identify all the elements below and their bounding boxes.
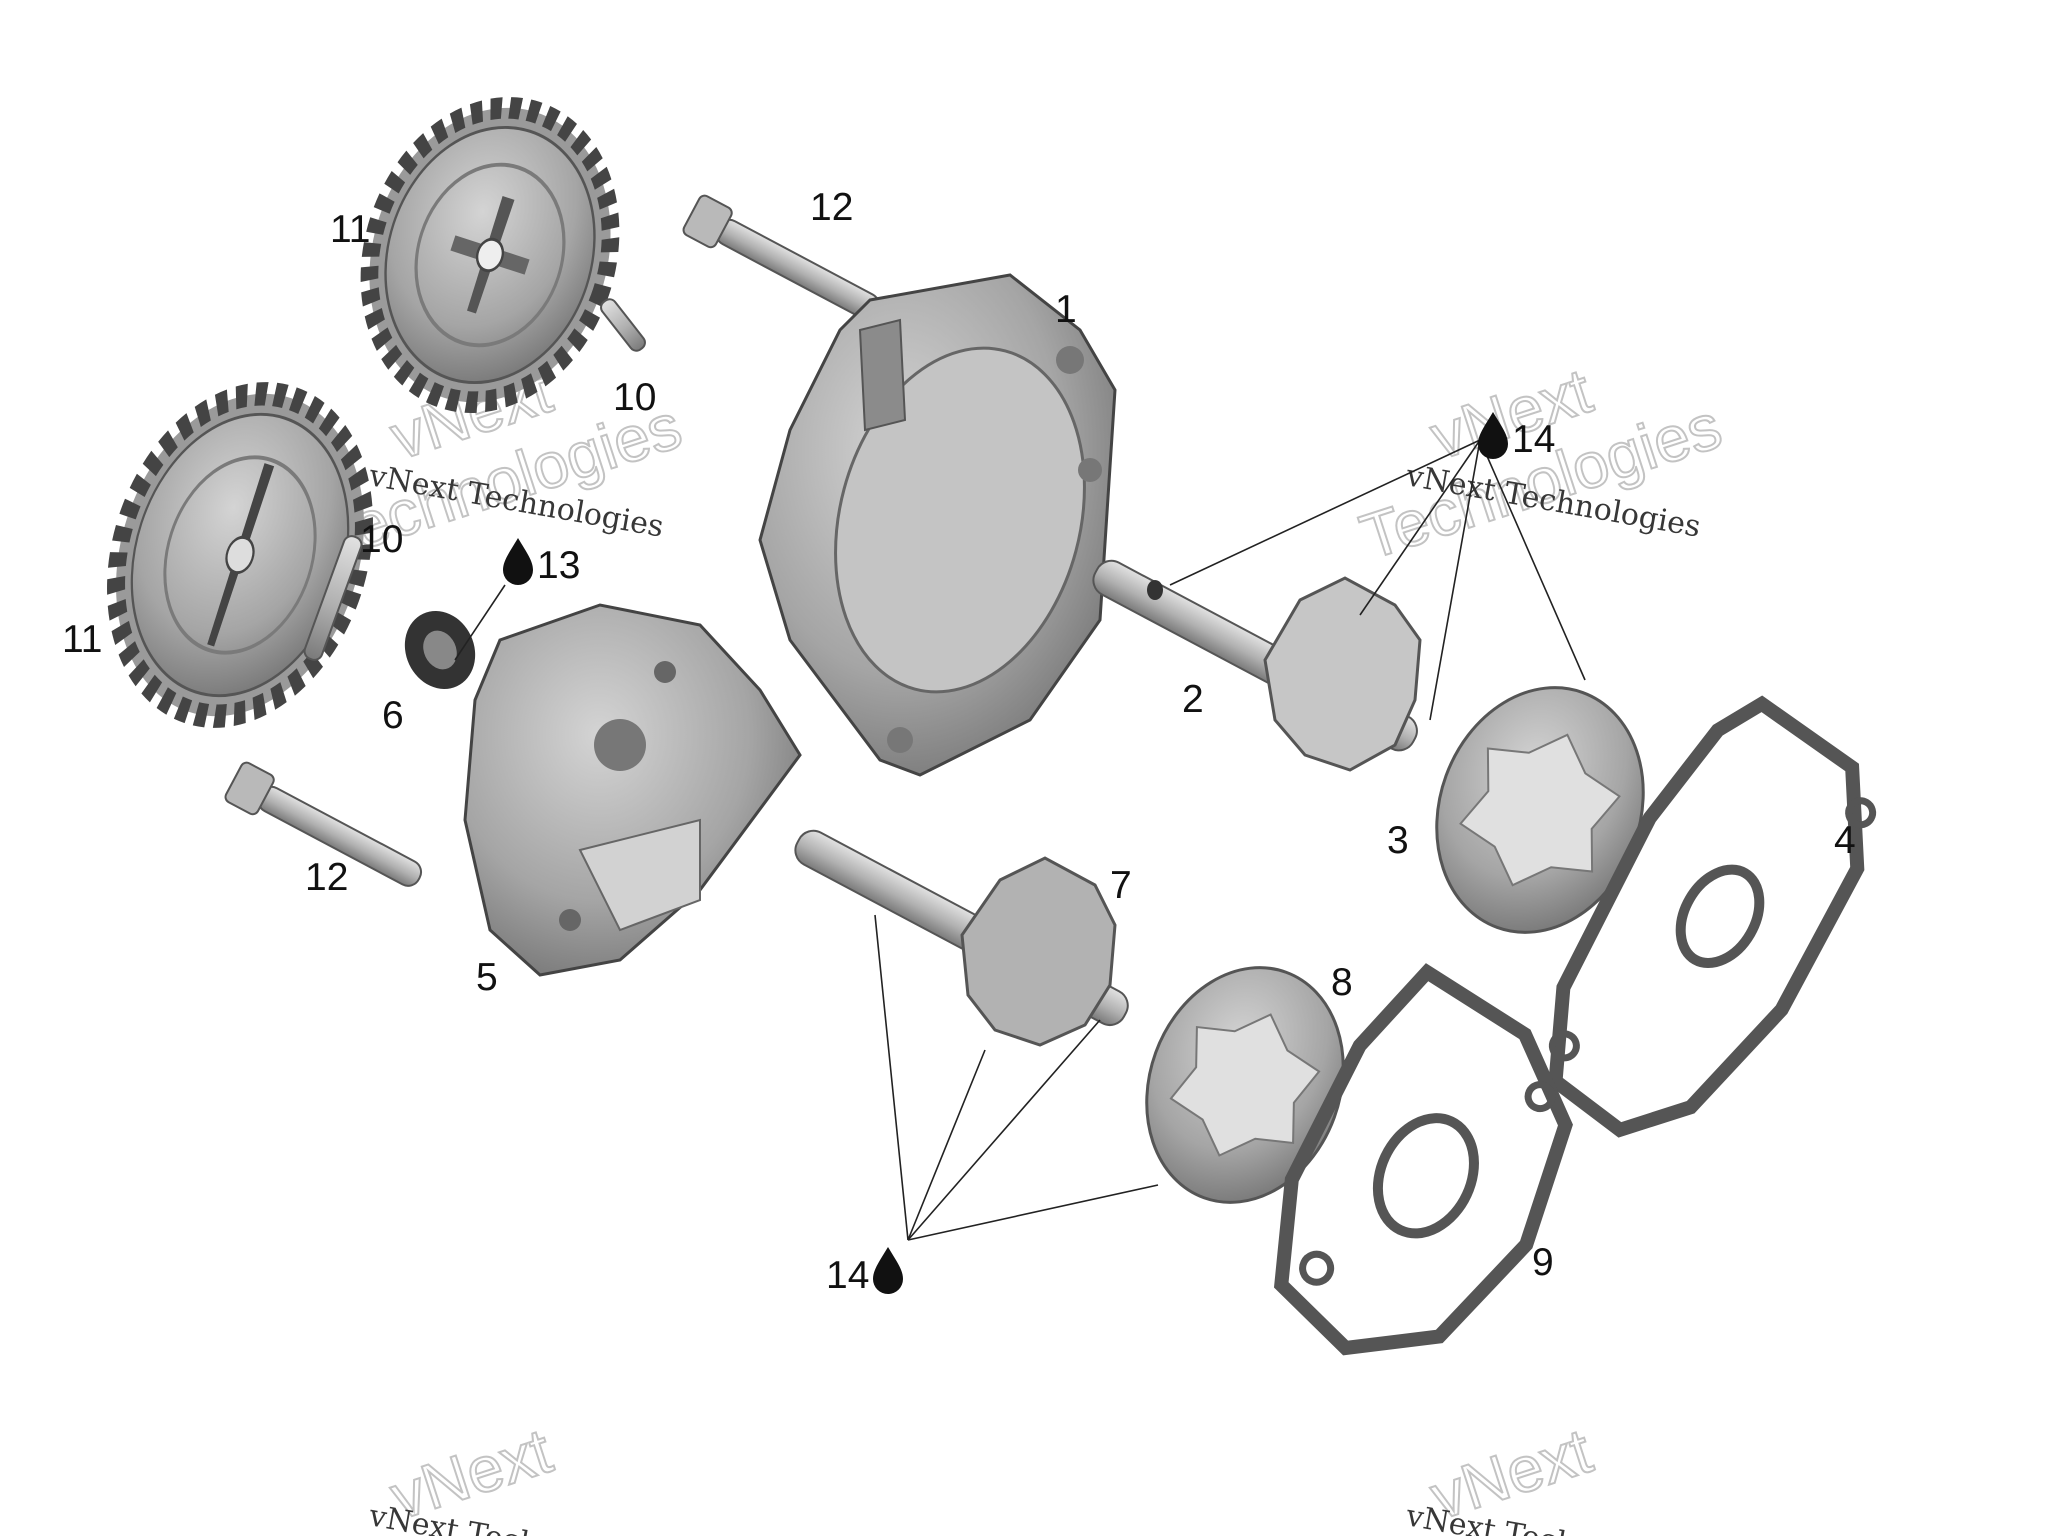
outer-ring-part-8 [1145,966,1345,1204]
watermark-bottom-right: vNext vNext Technologies [1403,1413,1704,1536]
watermark-top-right: vNext Technologies vNext Technologies [1351,353,1731,574]
callout-6: 6 [382,694,404,737]
pin-part-10-upper [600,298,646,352]
oil-drop-icon [1478,412,1508,459]
callout-13: 13 [537,544,580,587]
callout-11-lower: 11 [62,618,103,661]
gasket-part-9 [1273,963,1573,1356]
callout-5: 5 [476,956,498,999]
callout-11-upper: 11 [330,208,371,251]
pin-part-10-lower [303,535,363,661]
callout-7: 7 [1110,864,1132,907]
callout-4: 4 [1834,819,1856,862]
callout-1: 1 [1055,288,1077,331]
callout-10-lower: 10 [360,518,403,561]
housing-part-1 [758,273,1117,777]
oil-drop-icon [503,538,533,585]
callout-10-upper: 10 [613,376,656,419]
outer-ring-part-3 [1435,686,1645,934]
seal-part-6 [404,611,476,689]
callout-3: 3 [1387,819,1409,862]
callout-12-upper: 12 [810,186,853,229]
bolt-part-12-lower [224,761,423,887]
rotor-shaft-part-7 [794,829,1129,1047]
leader-lines [454,439,1586,1241]
callout-14-lower: 14 [826,1254,869,1297]
callout-8: 8 [1331,961,1353,1004]
callout-9: 9 [1532,1241,1554,1284]
bolt-part-12-upper [682,194,881,320]
cover-part-5 [463,603,802,977]
rotor-shaft-part-2 [1092,559,1422,772]
watermark-bottom-left: vNext vNext Technologies [366,1413,667,1536]
gear-part-11-lower [107,382,373,728]
gear-part-11-upper [360,97,620,413]
callout-2: 2 [1182,678,1204,721]
gasket-part-4 [1548,695,1877,1138]
oil-drop-icon [873,1247,903,1294]
callout-14-upper: 14 [1512,418,1555,461]
callout-12-lower: 12 [305,856,348,899]
